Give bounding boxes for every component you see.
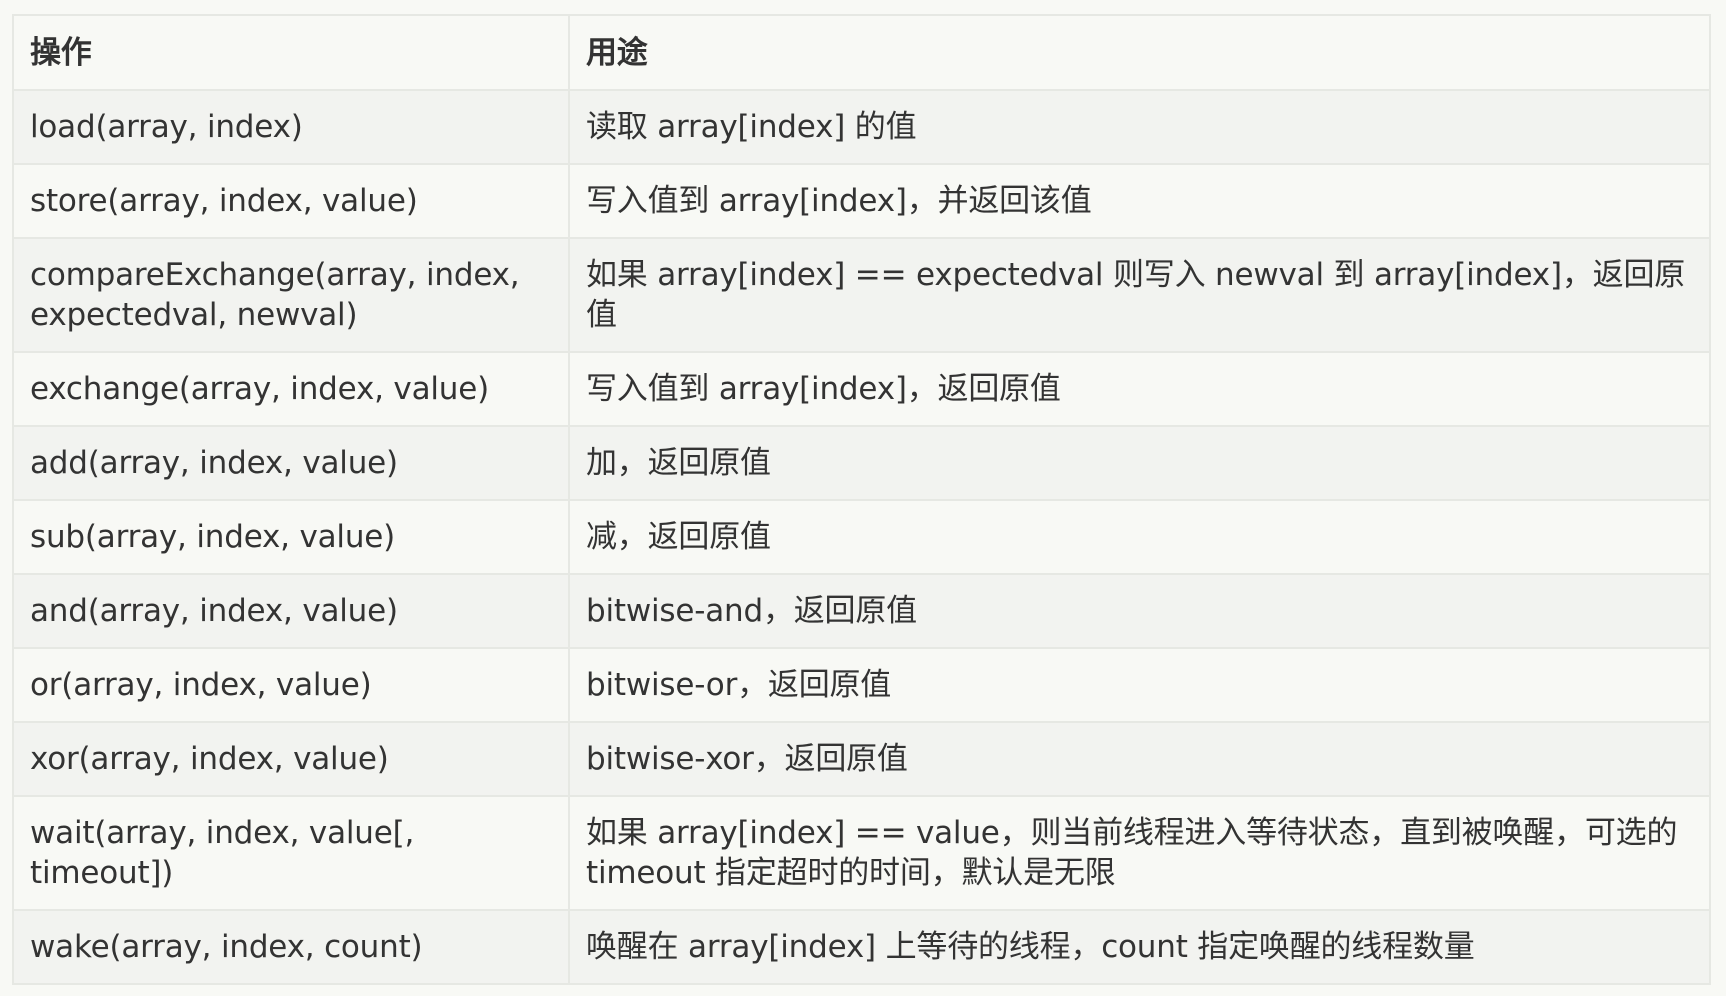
purpose-cell: 加，返回原值	[568, 425, 1711, 501]
operation-text: store(array, index, value)	[30, 183, 418, 219]
purpose-text: 读取 array[index] 的值	[586, 109, 917, 145]
purpose-text: 写入值到 array[index]，并返回该值	[586, 183, 1092, 219]
operation-cell: xor(array, index, value)	[12, 721, 570, 797]
table-row: store(array, index, value) 写入值到 array[in…	[12, 163, 1711, 239]
purpose-text: bitwise-and，返回原值	[586, 593, 917, 629]
purpose-cell: 写入值到 array[index]，并返回该值	[568, 163, 1711, 239]
purpose-cell: 唤醒在 array[index] 上等待的线程，count 指定唤醒的线程数量	[568, 909, 1711, 985]
purpose-cell: bitwise-and，返回原值	[568, 573, 1711, 649]
operation-cell: and(array, index, value)	[12, 573, 570, 649]
table-row: sub(array, index, value) 减，返回原值	[12, 499, 1711, 575]
operation-text: or(array, index, value)	[30, 667, 372, 703]
purpose-cell: bitwise-or，返回原值	[568, 647, 1711, 723]
operation-cell: exchange(array, index, value)	[12, 351, 570, 427]
table-row: load(array, index) 读取 array[index] 的值	[12, 89, 1711, 165]
table-row: exchange(array, index, value) 写入值到 array…	[12, 351, 1711, 427]
purpose-text: 唤醒在 array[index] 上等待的线程，count 指定唤醒的线程数量	[586, 929, 1475, 965]
purpose-cell: bitwise-xor，返回原值	[568, 721, 1711, 797]
operation-cell: compareExchange(array, index, expectedva…	[12, 237, 570, 353]
table-row: wait(array, index, value[, timeout]) 如果 …	[12, 795, 1711, 911]
operation-cell: load(array, index)	[12, 89, 570, 165]
purpose-text: 减，返回原值	[586, 519, 771, 555]
table-row: wake(array, index, count) 唤醒在 array[inde…	[12, 909, 1711, 985]
operation-text: xor(array, index, value)	[30, 741, 389, 777]
operations-table: 操作 用途 load(array, index) 读取 array[index]…	[12, 14, 1711, 985]
operation-text: exchange(array, index, value)	[30, 371, 489, 407]
operation-cell: wake(array, index, count)	[12, 909, 570, 985]
purpose-cell: 如果 array[index] == expectedval 则写入 newva…	[568, 237, 1711, 353]
operation-text: wake(array, index, count)	[30, 929, 423, 965]
header-operation: 操作	[12, 14, 570, 91]
table-row: compareExchange(array, index, expectedva…	[12, 237, 1711, 353]
purpose-cell: 写入值到 array[index]，返回原值	[568, 351, 1711, 427]
purpose-cell: 如果 array[index] == value，则当前线程进入等待状态，直到被…	[568, 795, 1711, 911]
purpose-text: 加，返回原值	[586, 445, 771, 481]
purpose-cell: 减，返回原值	[568, 499, 1711, 575]
operation-text: load(array, index)	[30, 109, 303, 145]
table-row: xor(array, index, value) bitwise-xor，返回原…	[12, 721, 1711, 797]
header-purpose: 用途	[568, 14, 1711, 91]
purpose-text: bitwise-xor，返回原值	[586, 741, 908, 777]
operation-text: and(array, index, value)	[30, 593, 398, 629]
purpose-text: bitwise-or，返回原值	[586, 667, 892, 703]
table-row: and(array, index, value) bitwise-and，返回原…	[12, 573, 1711, 649]
operation-cell: or(array, index, value)	[12, 647, 570, 723]
operation-cell: store(array, index, value)	[12, 163, 570, 239]
purpose-text: 如果 array[index] == expectedval 则写入 newva…	[586, 257, 1686, 333]
purpose-text: 如果 array[index] == value，则当前线程进入等待状态，直到被…	[586, 815, 1678, 891]
operation-cell: sub(array, index, value)	[12, 499, 570, 575]
operation-text: sub(array, index, value)	[30, 519, 396, 555]
operation-text: compareExchange(array, index, expectedva…	[30, 257, 520, 333]
table-header-row: 操作 用途	[12, 14, 1711, 91]
operation-text: add(array, index, value)	[30, 445, 398, 481]
purpose-text: 写入值到 array[index]，返回原值	[586, 371, 1061, 407]
operation-cell: wait(array, index, value[, timeout])	[12, 795, 570, 911]
purpose-cell: 读取 array[index] 的值	[568, 89, 1711, 165]
table-row: add(array, index, value) 加，返回原值	[12, 425, 1711, 501]
operation-text: wait(array, index, value[, timeout])	[30, 815, 415, 891]
operation-cell: add(array, index, value)	[12, 425, 570, 501]
table-row: or(array, index, value) bitwise-or，返回原值	[12, 647, 1711, 723]
